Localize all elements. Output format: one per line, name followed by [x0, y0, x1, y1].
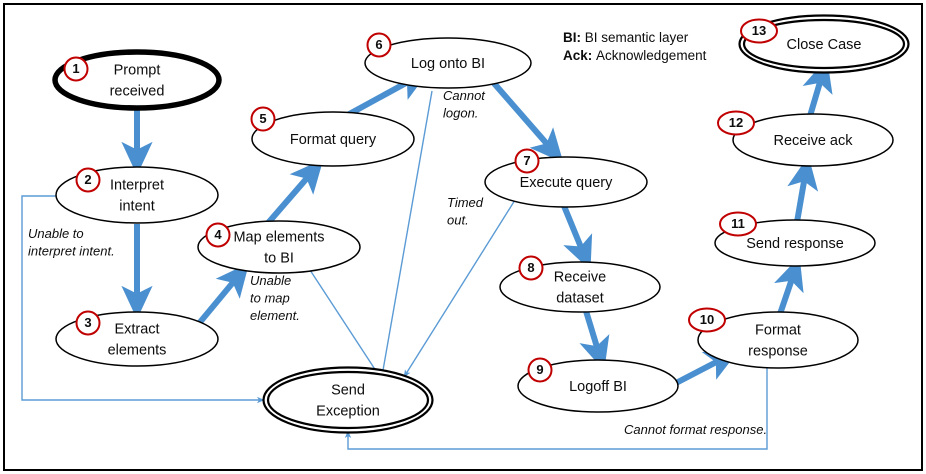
step-badge-7: 7 [514, 148, 540, 174]
node-label: Receive [554, 269, 606, 285]
step-badge-12: 12 [717, 110, 755, 136]
exception-edge-unable-to-map-element [309, 269, 381, 378]
step-badge-number: 3 [84, 315, 91, 330]
step-badge-number: 5 [259, 111, 266, 126]
node-format-query[interactable]: Format query [251, 111, 415, 167]
node-label: Send [331, 382, 365, 398]
legend-line: BI: BI semantic layer [563, 30, 689, 45]
flow-edge-receive-dataset-to-logoff-bi [579, 310, 610, 371]
edge-label-timed-out: Timed out. [447, 195, 484, 228]
node-format-response[interactable]: Format response [697, 311, 859, 369]
step-badge-number: 12 [729, 115, 743, 130]
node-label: intent [119, 198, 154, 214]
node-label: Extract [114, 321, 159, 337]
step-badge-2: 2 [75, 167, 101, 193]
edge-label-line: element. [250, 308, 300, 323]
legend-value: BI semantic layer [585, 30, 689, 45]
edge-label-line: out. [447, 213, 469, 228]
step-badge-number: 7 [523, 153, 530, 168]
flow-edge-log-onto-bi-to-execute-query [489, 79, 564, 163]
step-badge-1: 1 [63, 56, 89, 82]
flow-edge-receive-ack-to-close-case [802, 58, 833, 117]
node-label: Close Case [787, 37, 862, 53]
edge-label-line: Cannot format response. [624, 422, 767, 437]
legend-key: BI: [563, 30, 585, 45]
node-label: Logoff BI [569, 379, 627, 395]
node-logoff-bi[interactable]: Logoff BI [517, 359, 679, 413]
step-badge-8: 8 [518, 255, 544, 281]
node-log-onto-bi[interactable]: Log onto BI [364, 37, 532, 89]
step-badge-number: 9 [536, 362, 543, 377]
legend-line: Ack: Acknowledgement [563, 48, 707, 63]
node-label: response [748, 343, 808, 359]
step-badge-number: 10 [700, 312, 714, 327]
node-label: to BI [264, 250, 294, 266]
node-close-case[interactable]: Close Case [738, 14, 910, 74]
edge-label-line: to map [250, 291, 290, 306]
node-label: received [110, 83, 165, 99]
step-badge-number: 6 [375, 37, 382, 52]
edge-label-unable-to-interpret-intent: Unable to interpret intent. [28, 226, 115, 259]
node-label: Format query [290, 132, 377, 148]
step-badge-number: 13 [752, 23, 766, 38]
node-send-response[interactable]: Send response [714, 219, 876, 267]
node-label: Exception [316, 403, 380, 419]
step-badge-number: 4 [214, 227, 222, 242]
step-badge-number: 2 [84, 172, 91, 187]
step-badge-13: 13 [740, 18, 778, 44]
step-badge-number: 8 [527, 260, 534, 275]
node-prompt-received[interactable]: Prompt received [52, 49, 222, 111]
step-badge-4: 4 [205, 222, 231, 248]
step-badge-5: 5 [250, 106, 276, 132]
step-badge-6: 6 [366, 32, 392, 58]
step-badge-number: 11 [731, 216, 745, 231]
node-receive-ack[interactable]: Receive ack [732, 113, 894, 167]
flow-edge-format-response-to-send-response [774, 256, 804, 315]
exception-edge-unable-to-interpret-intent [21, 195, 265, 404]
flow-edge-extract-elements-to-map-elements [193, 262, 250, 329]
step-badge-10: 10 [688, 307, 726, 333]
flow-edges-group [121, 58, 833, 386]
node-label: Receive ack [774, 133, 854, 149]
edge-labels-group: Unable to interpret intent. Unable to map el… [28, 88, 767, 437]
exception-edges-group [21, 90, 768, 450]
legend-key: Ack: [563, 48, 596, 63]
edge-label-unable-to-map-element: Unable to map element. [250, 273, 300, 323]
flow-edge-logoff-bi-to-format-response [674, 350, 739, 386]
edge-label-line: Unable to [28, 226, 84, 241]
edge-label-line: interpret intent. [28, 244, 115, 259]
step-badge-11: 11 [719, 211, 757, 237]
edge-label-line: Unable [250, 273, 291, 288]
edge-label-line: logon. [443, 106, 478, 121]
flow-edge-map-elements-to-format-query [259, 159, 324, 232]
flow-edge-execute-query-to-receive-dataset [561, 204, 593, 271]
edge-label-cannot-logon: Cannot logon. [443, 88, 486, 121]
node-execute-query[interactable]: Execute query [484, 156, 648, 208]
node-label: Format [755, 322, 801, 338]
step-badge-3: 3 [75, 310, 101, 336]
node-label: Send response [746, 236, 844, 252]
edge-label-line: Timed [447, 195, 484, 210]
node-label: elements [108, 342, 167, 358]
flow-edge-send-response-to-receive-ack [787, 155, 819, 223]
edge-label-line: Cannot [443, 88, 486, 103]
node-label: Map elements [233, 229, 324, 245]
legend-value: Acknowledgement [596, 48, 707, 63]
edge-label-cannot-format-response: Cannot format response. [624, 422, 767, 437]
node-label: Execute query [520, 175, 613, 191]
node-label: Interpret [110, 177, 164, 193]
exception-edge-timed-out [403, 199, 516, 378]
node-map-elements-to-bi[interactable]: Map elements to BI [197, 220, 361, 274]
step-badge-9: 9 [527, 357, 553, 383]
node-label: Prompt [114, 62, 161, 78]
node-label: Log onto BI [411, 56, 485, 72]
exception-edge-cannot-logon [380, 90, 433, 377]
step-badge-number: 1 [72, 61, 79, 76]
exception-edge-cannot-format-response [344, 366, 768, 450]
node-label: dataset [556, 290, 604, 306]
